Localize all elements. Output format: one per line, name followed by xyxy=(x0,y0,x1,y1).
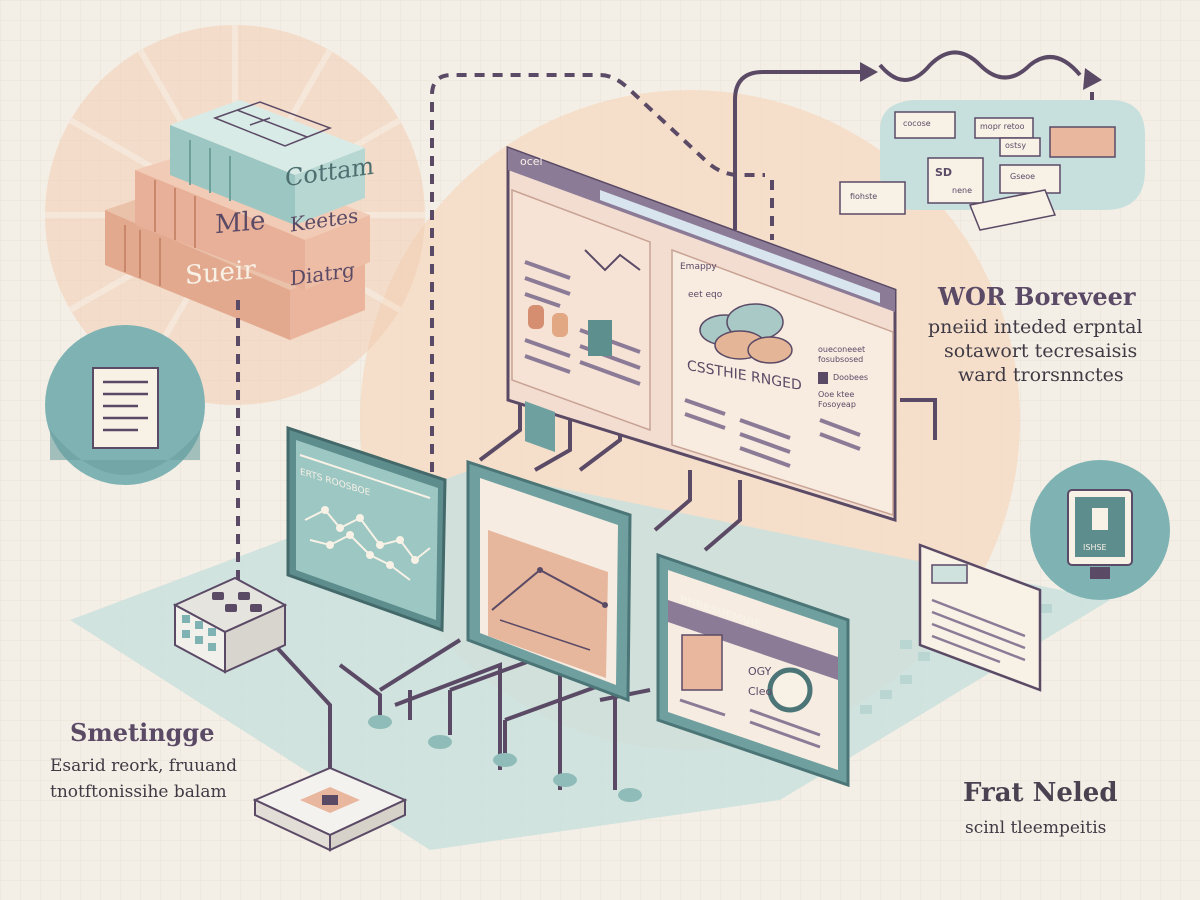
browser-side-label-3: Doobees xyxy=(833,373,869,382)
browser-panel-small-text: eet eqo xyxy=(688,290,723,300)
tablet-line-1: OGY xyxy=(748,665,772,678)
arrow-head-icon xyxy=(860,62,878,82)
browser-side-label-5: Fosoyeap xyxy=(818,400,856,409)
right-bottom-caption-line-1: scinl tleempeitis xyxy=(965,818,1107,838)
book-stack xyxy=(105,100,370,340)
browser-side-label-1: oueconeeet xyxy=(818,345,866,354)
kiosk-label: ISHSE xyxy=(1083,543,1107,552)
left-bottom-caption-title: Smetingge xyxy=(70,718,215,747)
browser-side-label-2: fosubsosed xyxy=(818,355,864,364)
cloud-bubble-1: cocose xyxy=(903,119,931,128)
left-bottom-caption-line-2: tnotftonissihe balam xyxy=(50,782,227,802)
right-top-caption-title: WOR Boreveer xyxy=(938,282,1136,311)
browser-side-label-4: Ooe ktee xyxy=(818,390,855,399)
chart-screen xyxy=(286,425,447,633)
cloud-bubble-4: SD xyxy=(935,166,953,179)
panel-icon xyxy=(525,401,555,453)
browser-panel-small-label: Emappy xyxy=(680,262,717,272)
tablet-chart xyxy=(466,459,632,703)
chip-pad xyxy=(252,766,408,852)
right-top-caption-line-3: ward trorsnnctes xyxy=(958,364,1124,386)
floor-document xyxy=(918,543,1042,692)
right-bottom-caption-title: Frat Neled xyxy=(963,778,1118,808)
kiosk-circle xyxy=(1030,460,1170,600)
browser-window-dots: ocel xyxy=(520,155,543,168)
left-bottom-caption-line-1: Esarid reork, fruuand xyxy=(50,756,238,776)
server-block xyxy=(172,576,288,674)
cloud-bubble-5: Gseoe xyxy=(1010,172,1036,181)
right-top-caption-line-1: pneiid inteded erpntal xyxy=(928,316,1143,338)
arrow-head-icon xyxy=(1083,68,1102,90)
connector-nodes xyxy=(368,715,642,802)
cloud-panel xyxy=(839,100,1145,231)
tablet-banner-device xyxy=(656,552,850,788)
right-top-caption-line-2: sotawort tecresaisis xyxy=(944,340,1138,362)
book-middle-left-label: Mle xyxy=(215,205,266,241)
browser-window xyxy=(506,145,897,523)
cloud-bubble-2: mopr retoo xyxy=(980,122,1025,131)
cloud-bubble-3: ostsy xyxy=(1005,141,1027,150)
cloud-bubble-6: nene xyxy=(952,186,972,195)
tablet-line-2: Cleo xyxy=(748,685,773,698)
cloud-bubble-7: fiohste xyxy=(850,192,878,201)
book-bottom-left-label: Sueir xyxy=(185,254,256,292)
document-circle xyxy=(45,325,205,485)
